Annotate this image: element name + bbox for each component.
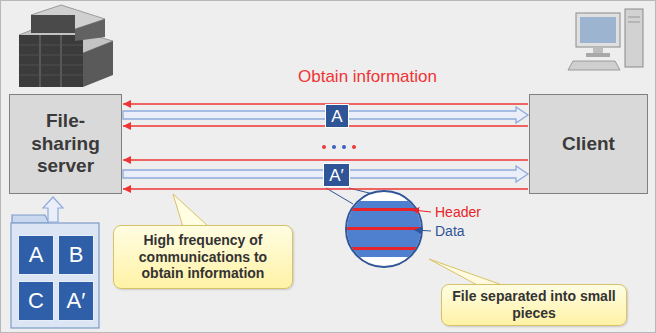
leader-line	[413, 210, 431, 212]
callout-box: High frequency of communications to obta…	[113, 225, 293, 289]
server-box: File-sharing server	[9, 94, 122, 194]
file-piece: A	[18, 235, 54, 275]
zoom-line	[326, 188, 353, 204]
upload-arrow	[43, 197, 63, 222]
callout-pointer	[173, 194, 209, 227]
node-text: High frequency of communications to obta…	[122, 232, 284, 282]
leader-line	[415, 230, 431, 231]
node-text: File separated into small pieces	[450, 288, 618, 322]
node-text: Client	[562, 133, 615, 156]
packet-box: A′	[323, 163, 350, 187]
client-computer	[568, 9, 643, 70]
request-arrow	[123, 188, 528, 190]
data-label: Data	[435, 223, 465, 239]
node-text: File-sharing server	[14, 110, 117, 178]
callout-box: File separated into small pieces	[441, 284, 627, 326]
packet-box: A	[325, 104, 349, 128]
node-text: C	[28, 290, 44, 312]
flow-label: Obtain information	[298, 67, 437, 87]
node-text: A′	[67, 290, 86, 312]
file-piece: B	[58, 235, 94, 275]
header-label: Header	[435, 204, 481, 220]
node-text: A	[331, 108, 342, 125]
node-text: A′	[329, 167, 344, 184]
file-piece: A′	[58, 281, 94, 321]
node-text: B	[69, 244, 84, 266]
folder	[11, 215, 99, 328]
client-box: Client	[529, 94, 648, 194]
file-piece: C	[18, 281, 54, 321]
request-arrow	[123, 159, 528, 161]
zoom-circle	[346, 191, 422, 267]
ellipsis-dots	[322, 145, 356, 149]
callout-pointer	[429, 259, 505, 286]
server-racks	[19, 5, 113, 87]
node-text: A	[29, 244, 44, 266]
